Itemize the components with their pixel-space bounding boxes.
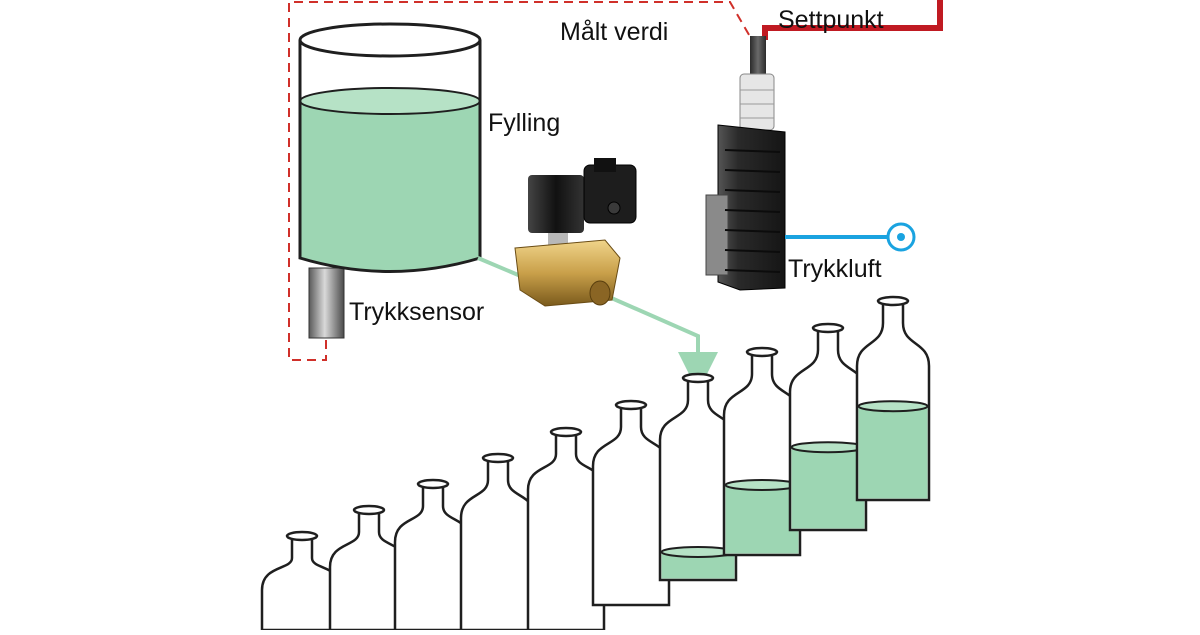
regulator-side-plate	[705, 194, 729, 276]
valve-connector	[583, 164, 637, 224]
bottle	[591, 399, 671, 607]
bottle-liquid	[791, 447, 865, 529]
solenoid-valve	[514, 158, 637, 307]
valve-stem	[548, 233, 568, 245]
bottle	[459, 452, 537, 632]
label-trykksensor: Trykksensor	[349, 298, 484, 326]
label-maalt-verdi: Målt verdi	[560, 18, 668, 46]
tank-liquid	[300, 93, 480, 272]
bottle-lip	[549, 426, 583, 438]
bottle	[658, 372, 738, 582]
bottle-glass	[591, 403, 671, 607]
valve-coil	[528, 175, 584, 233]
bottle-glass	[658, 376, 738, 582]
tank-outline	[298, 40, 482, 273]
bottle	[722, 346, 802, 557]
setpoint-line	[762, 0, 943, 40]
bottle-lip	[681, 372, 715, 384]
valve-connector-cap	[594, 158, 616, 172]
bottle-lip	[285, 530, 319, 542]
bottle-liquid-surface	[790, 441, 866, 454]
compressed-air-port-dot	[897, 233, 905, 241]
bottle-lip	[811, 322, 845, 334]
tank-liquid-surface	[299, 87, 481, 115]
bottle-liquid-surface	[857, 400, 929, 413]
bottle-glass	[459, 456, 537, 632]
bottle	[393, 478, 473, 632]
tank-rim	[298, 22, 482, 58]
regulator-fins	[724, 149, 781, 273]
bottle-lip	[352, 504, 386, 516]
supply-tank	[298, 22, 482, 273]
regulator-cable	[750, 36, 766, 76]
valve-port	[589, 280, 611, 306]
bottle-liquid	[858, 406, 928, 499]
bottle	[855, 295, 931, 502]
valve-screw	[607, 201, 621, 215]
label-trykkluft: Trykkluft	[788, 255, 882, 283]
label-settpunkt: Settpunkt	[778, 6, 884, 34]
bottle-lip	[876, 295, 910, 307]
bottle-lip	[481, 452, 515, 464]
label-fylling: Fylling	[488, 109, 560, 137]
bottle-row	[260, 295, 931, 632]
bottle-glass	[393, 482, 473, 632]
bottle-lip	[614, 399, 648, 411]
bottle-liquid-surface	[724, 479, 800, 491]
bottle-lip	[416, 478, 450, 490]
measured-value-dashed-line	[288, 1, 753, 361]
bottle	[788, 322, 868, 532]
regulator-connector	[739, 73, 775, 131]
pressure-sensor	[308, 267, 345, 339]
pressure-regulator	[705, 36, 786, 291]
bottle-lip	[745, 346, 779, 358]
bottle-liquid	[725, 485, 799, 554]
